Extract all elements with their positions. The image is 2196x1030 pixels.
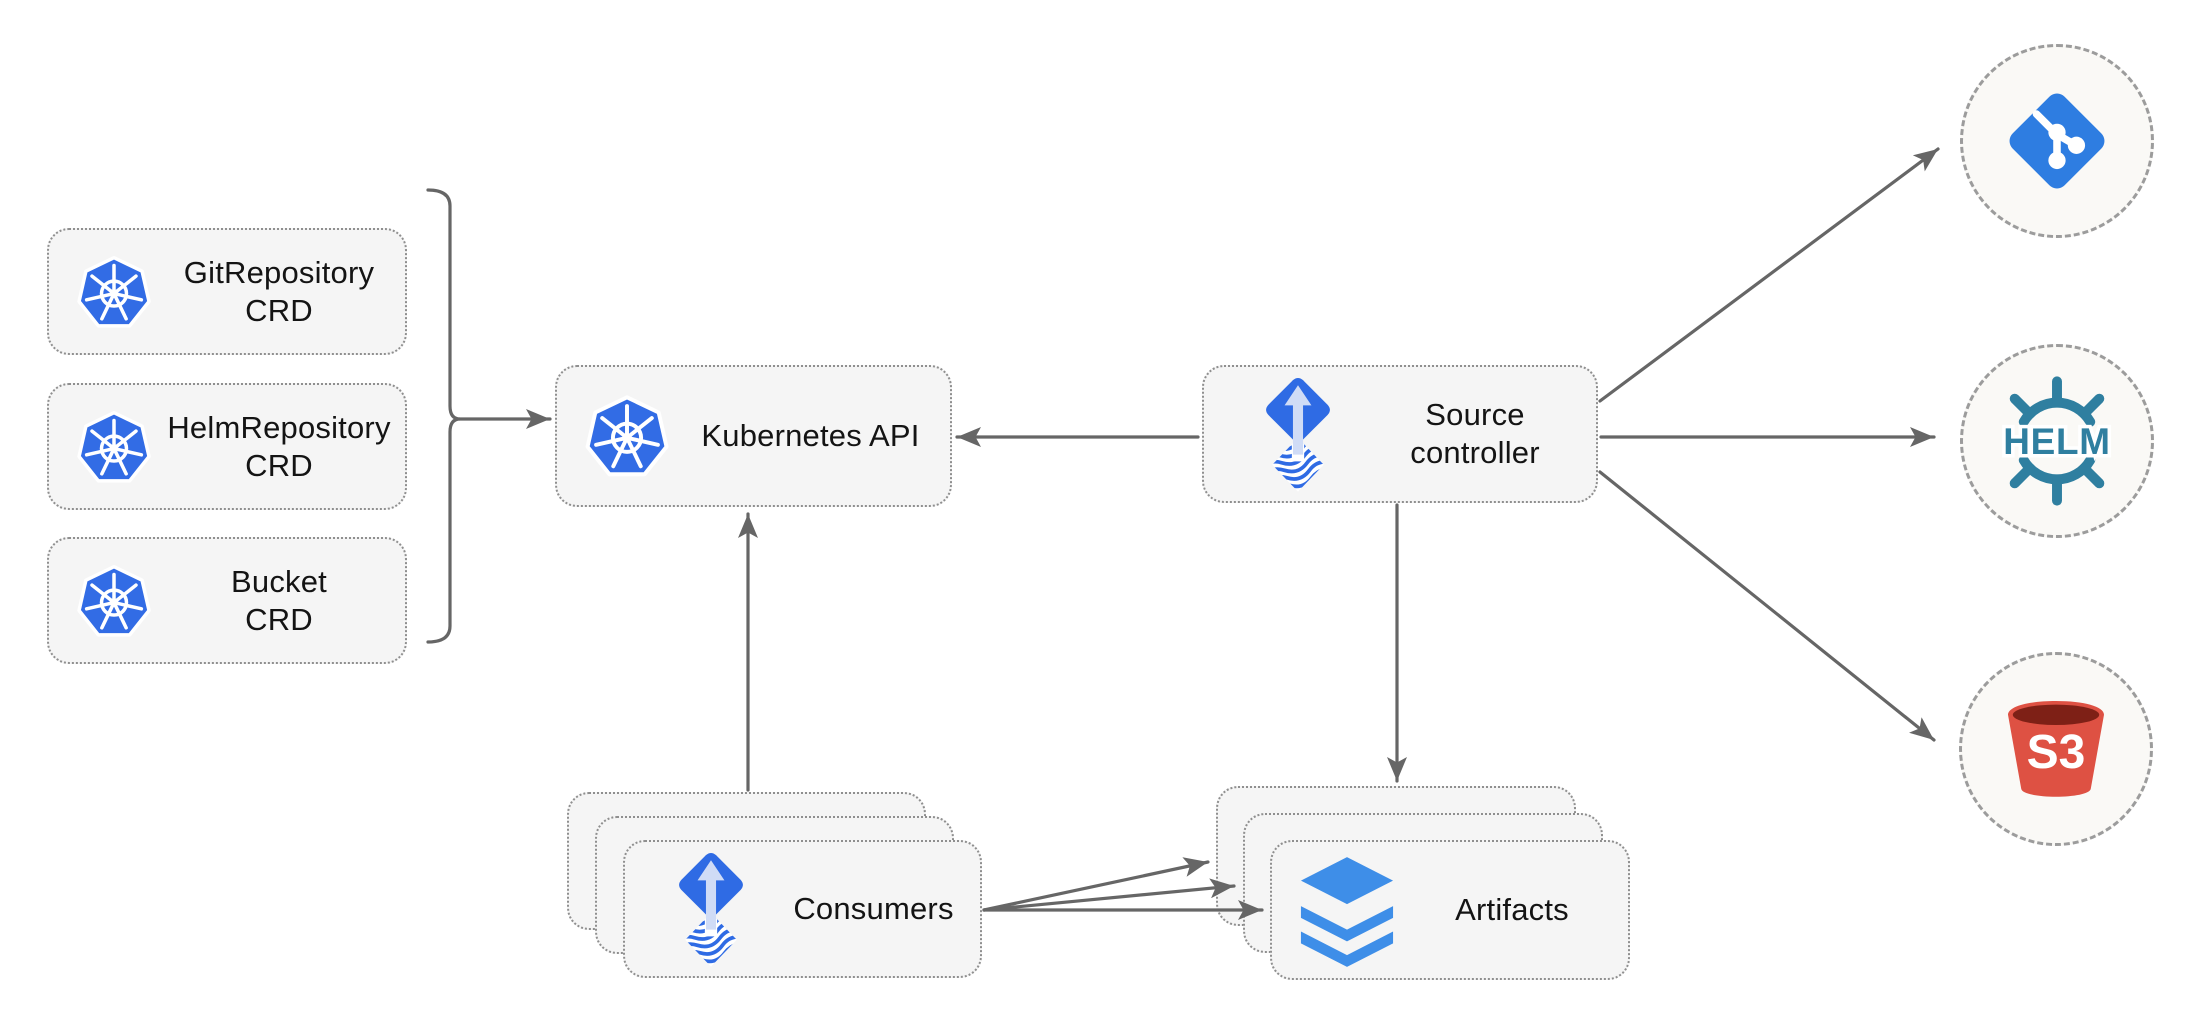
kubernetes-api-label: Kubernetes API bbox=[701, 418, 920, 453]
node-gitrepository-crd: GitRepository CRD bbox=[47, 228, 407, 355]
kubernetes-icon bbox=[585, 395, 669, 477]
node-kubernetes-api: Kubernetes API bbox=[555, 365, 952, 507]
node-bucket-crd: Bucket CRD bbox=[47, 537, 407, 664]
artifacts-label: Artifacts bbox=[1455, 892, 1569, 927]
node-label: Bucket CRD bbox=[153, 563, 405, 639]
node-label: GitRepository CRD bbox=[153, 254, 405, 330]
helm-icon: HELM bbox=[2000, 376, 2114, 506]
crd-name: GitRepository bbox=[183, 254, 375, 290]
node-consumers: Consumers bbox=[623, 840, 982, 978]
consumers-label: Consumers bbox=[793, 891, 954, 926]
crd-suffix: CRD bbox=[245, 447, 313, 483]
arrow-consumers-to-artifacts-middle bbox=[982, 878, 1236, 912]
node-label: Consumers bbox=[767, 890, 980, 928]
crd-suffix: CRD bbox=[245, 292, 313, 328]
flux-icon bbox=[1242, 376, 1354, 493]
kubernetes-icon bbox=[77, 255, 151, 328]
git-icon bbox=[2003, 87, 2111, 195]
external-helm-circle: HELM bbox=[1960, 344, 2154, 538]
crd-name: Bucket bbox=[231, 563, 327, 599]
arrow-consumers-to-artifacts-back bbox=[982, 857, 1210, 912]
node-source-controller: Source controller bbox=[1202, 365, 1598, 503]
kubernetes-icon bbox=[77, 410, 151, 483]
helm-logo-text: HELM bbox=[2003, 421, 2110, 462]
s3-logo-text: S3 bbox=[2027, 726, 2086, 779]
arrow-source-controller-to-s3 bbox=[1598, 470, 1936, 742]
external-s3-circle: S3 bbox=[1959, 652, 2153, 846]
crd-suffix: CRD bbox=[245, 601, 313, 637]
node-label: Artifacts bbox=[1396, 891, 1628, 929]
layers-icon bbox=[1300, 857, 1394, 967]
crd-group-bracket bbox=[426, 188, 461, 644]
external-git-circle bbox=[1960, 44, 2154, 238]
node-artifacts: Artifacts bbox=[1270, 840, 1630, 980]
flux-icon bbox=[655, 851, 767, 968]
kubernetes-icon bbox=[77, 564, 151, 637]
crd-name: HelmRepository bbox=[167, 409, 391, 445]
s3-bucket-icon: S3 bbox=[2008, 701, 2104, 797]
source-controller-line1: Source bbox=[1425, 397, 1525, 432]
node-label: Kubernetes API bbox=[671, 417, 950, 455]
source-controller-line2: controller bbox=[1410, 435, 1540, 470]
node-label: Source controller bbox=[1354, 396, 1596, 472]
node-label: HelmRepository CRD bbox=[153, 409, 405, 485]
arrow-source-controller-to-git bbox=[1598, 147, 1940, 403]
node-helmrepository-crd: HelmRepository CRD bbox=[47, 383, 407, 510]
